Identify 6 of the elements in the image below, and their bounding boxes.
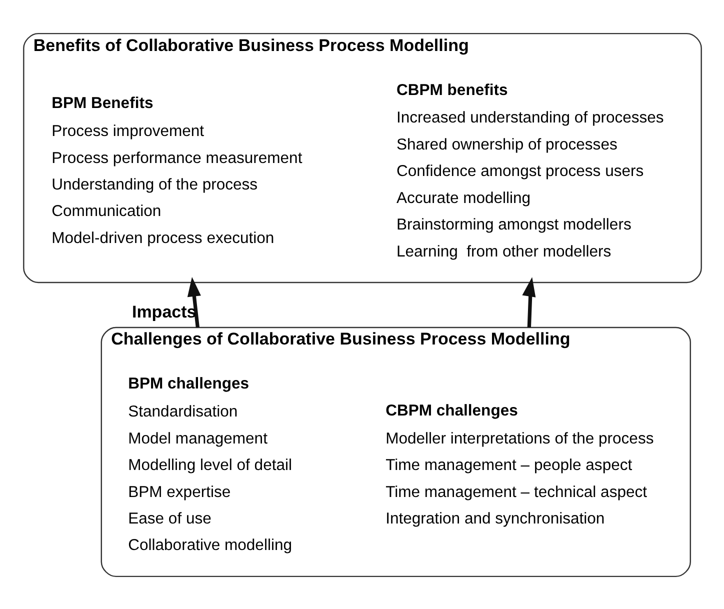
node-text: CBPM challenges Modeller interpretations of the process Time management – people aspect Time management – technical aspect Integration and synchronisation [385, 402, 654, 527]
arrow [186, 276, 200, 328]
node-text: BPM Benefits Process improvement Process performance measurement Understanding of the process Communication Model-driven process execution [51, 94, 302, 246]
node-text: CBPM benefits Increased understanding of processes Shared ownership of processes Confidence amongst process users Accurate modelling Brainstorming amongst modellers Learning from other modellers [396, 81, 664, 260]
node-text: BPM challenges Standardisation Model management Modelling level of detail BPM expertise Ease of use Collaborative modelling [128, 375, 292, 554]
arrow [522, 276, 536, 328]
